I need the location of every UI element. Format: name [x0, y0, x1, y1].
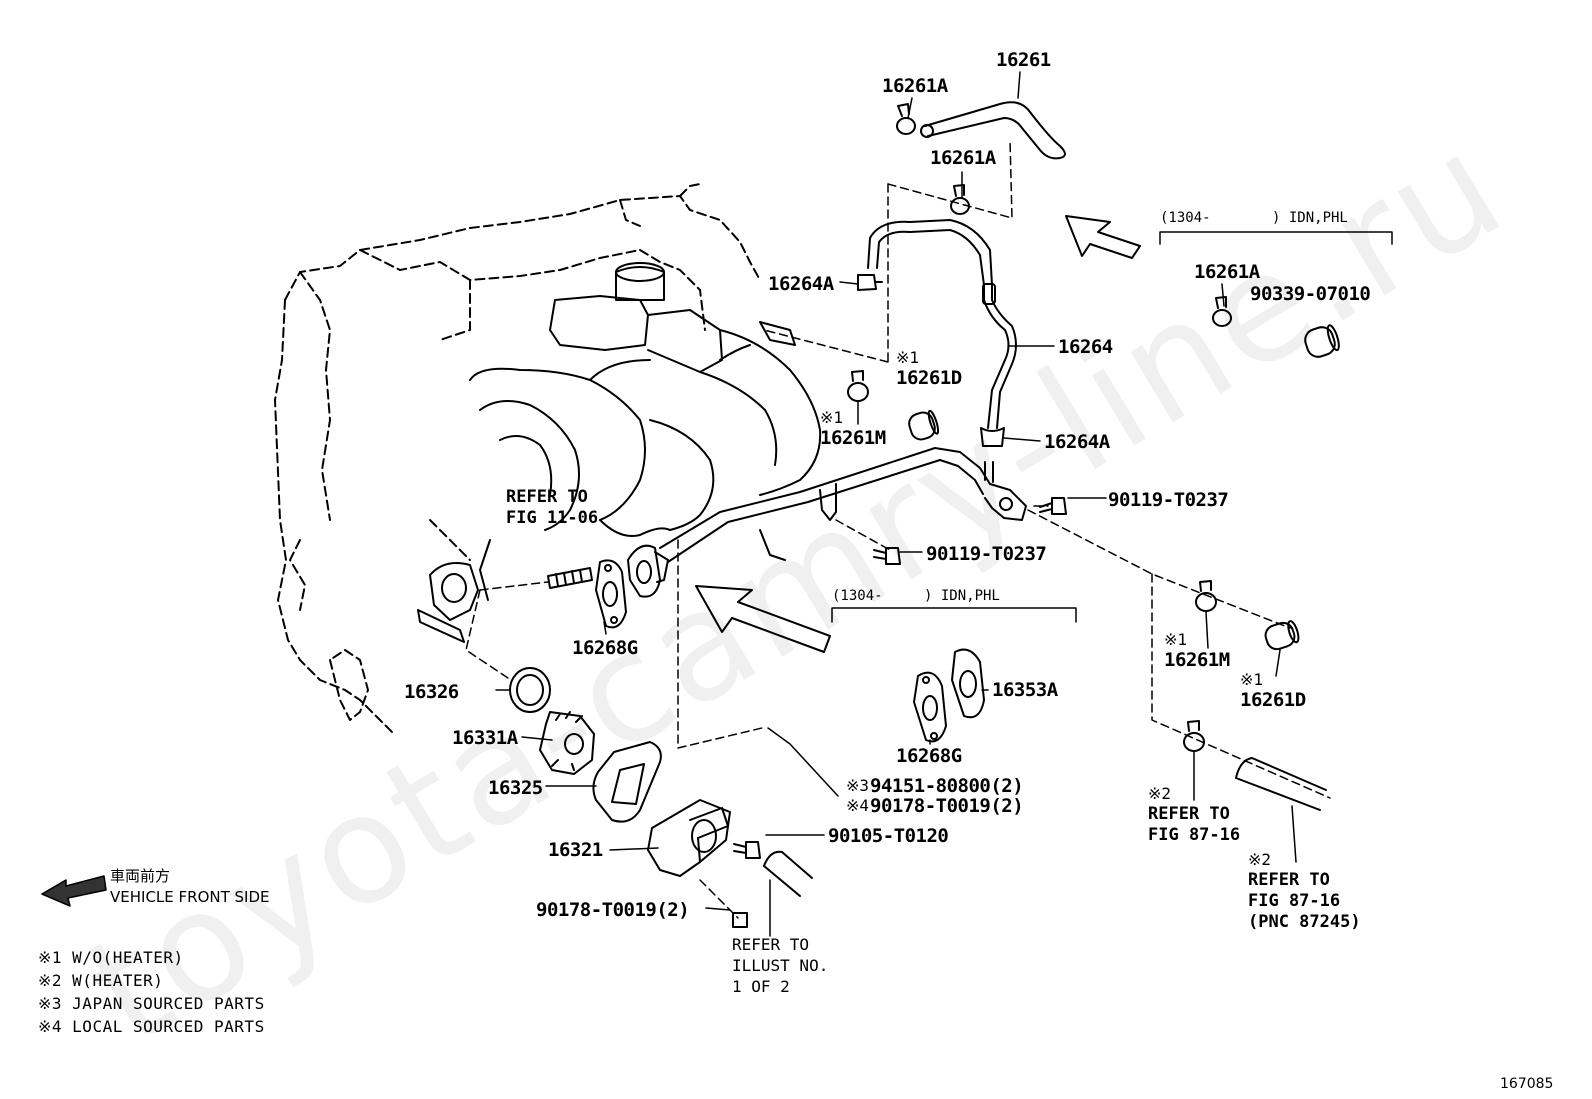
engine-block-outline	[274, 183, 761, 736]
legend-item: ※2 W(HEATER)	[38, 971, 164, 990]
note-marker: ※2	[1148, 784, 1172, 803]
legend: ※1 W/O(HEATER) ※2 W(HEATER) ※3 JAPAN SOU…	[38, 946, 265, 1038]
part-label: 16261A	[930, 147, 996, 169]
part-label: 16264A	[768, 273, 834, 295]
water-bypass-pipe	[659, 447, 1027, 563]
part-label: 16264	[1058, 336, 1113, 358]
ref-line: REFER TO	[506, 487, 588, 507]
vehicle-front-jp: 車両前方	[110, 867, 171, 885]
gasket-16268g	[595, 544, 669, 629]
part-label: 16261	[996, 49, 1051, 71]
leader-lines	[495, 71, 1297, 937]
ref-line: (PNC 87245)	[1248, 912, 1361, 932]
part-label: 16326	[404, 681, 459, 703]
ref-line: 1 OF 2	[732, 977, 790, 996]
front-direction-arrows	[695, 215, 1141, 653]
part-label: 90119-T0237	[926, 543, 1047, 565]
part-label: 16321	[548, 839, 603, 861]
vehicle-front-label: 車両前方 VEHICLE FRONT SIDE	[110, 866, 270, 908]
note-marker: ※1	[1240, 670, 1264, 689]
legend-item: ※1 W/O(HEATER)	[38, 948, 184, 967]
stud-bolt	[547, 567, 593, 589]
part-label: 16261D	[1240, 689, 1306, 711]
gasket-16268g-right	[913, 671, 947, 743]
ref-line: FIG 11-06	[506, 508, 599, 528]
legend-item: ※4 LOCAL SOURCED PARTS	[38, 1017, 265, 1036]
hose-16264	[867, 219, 1017, 447]
condition-to: ) IDN,PHL	[924, 588, 1000, 604]
vehicle-front-arrow	[41, 875, 107, 907]
condition-from: (1304-	[1160, 210, 1211, 226]
part-label: 16264A	[1044, 431, 1110, 453]
part-label: 16331A	[452, 727, 518, 749]
plugs	[908, 324, 1340, 651]
part-label: 90178-T0019(2)	[536, 899, 690, 921]
part-label: 16261A	[1194, 261, 1260, 283]
part-label: 16268G	[572, 637, 638, 659]
part-label: 16261D	[896, 367, 962, 389]
note-marker: ※1	[820, 408, 844, 427]
water-outlet-housing	[417, 562, 479, 643]
ref-line: REFER TO	[1148, 804, 1230, 824]
note-marker: ※2	[1248, 850, 1272, 869]
gasket-16353a	[951, 648, 985, 719]
ref-line: FIG 87-16	[1248, 891, 1341, 911]
part-label: 16261M	[1164, 649, 1230, 671]
legend-item: ※3 JAPAN SOURCED PARTS	[38, 994, 265, 1013]
part-label: 90339-07010	[1250, 283, 1371, 305]
reference-illust: REFER TO ILLUST NO. 1 OF 2	[732, 934, 828, 997]
ref-line: REFER TO	[1248, 870, 1330, 890]
note-marker: ※3	[846, 776, 870, 795]
part-label: 90105-T0120	[828, 825, 949, 847]
part-label: 90119-T0237	[1108, 489, 1229, 511]
part-label: 94151-80800(2)	[870, 775, 1024, 797]
reference-fig-11-06: REFER TO FIG 11-06	[506, 487, 598, 529]
note-marker: ※4	[846, 796, 870, 815]
ref-line: ILLUST NO.	[732, 956, 829, 975]
condition-to: ) IDN,PHL	[1272, 210, 1348, 226]
intake-manifold	[469, 262, 822, 601]
dashed-connectors	[465, 139, 1331, 919]
part-label: 16261M	[820, 427, 886, 449]
reference-fig-87-16: REFER TO FIG 87-16	[1148, 804, 1240, 846]
part-label: 16325	[488, 777, 543, 799]
vehicle-front-en: VEHICLE FRONT SIDE	[110, 888, 270, 906]
ref-line: FIG 87-16	[1148, 825, 1241, 845]
note-marker: ※1	[1164, 630, 1188, 649]
part-label: 16353A	[992, 679, 1058, 701]
part-label: 90178-T0019(2)	[870, 795, 1024, 817]
thermostat-group	[509, 667, 1327, 897]
reference-fig-87-16-pnc: REFER TO FIG 87-16 (PNC 87245)	[1248, 870, 1361, 933]
note-marker: ※1	[896, 348, 920, 367]
part-label: 16268G	[896, 745, 962, 767]
bolts	[732, 497, 1067, 928]
part-label: 16261A	[882, 75, 948, 97]
figure-number: 167085	[1500, 1076, 1554, 1092]
hose-16261	[920, 101, 1066, 160]
condition-brackets	[831, 231, 1393, 623]
condition-from: (1304-	[832, 588, 883, 604]
ref-line: REFER TO	[732, 935, 810, 954]
